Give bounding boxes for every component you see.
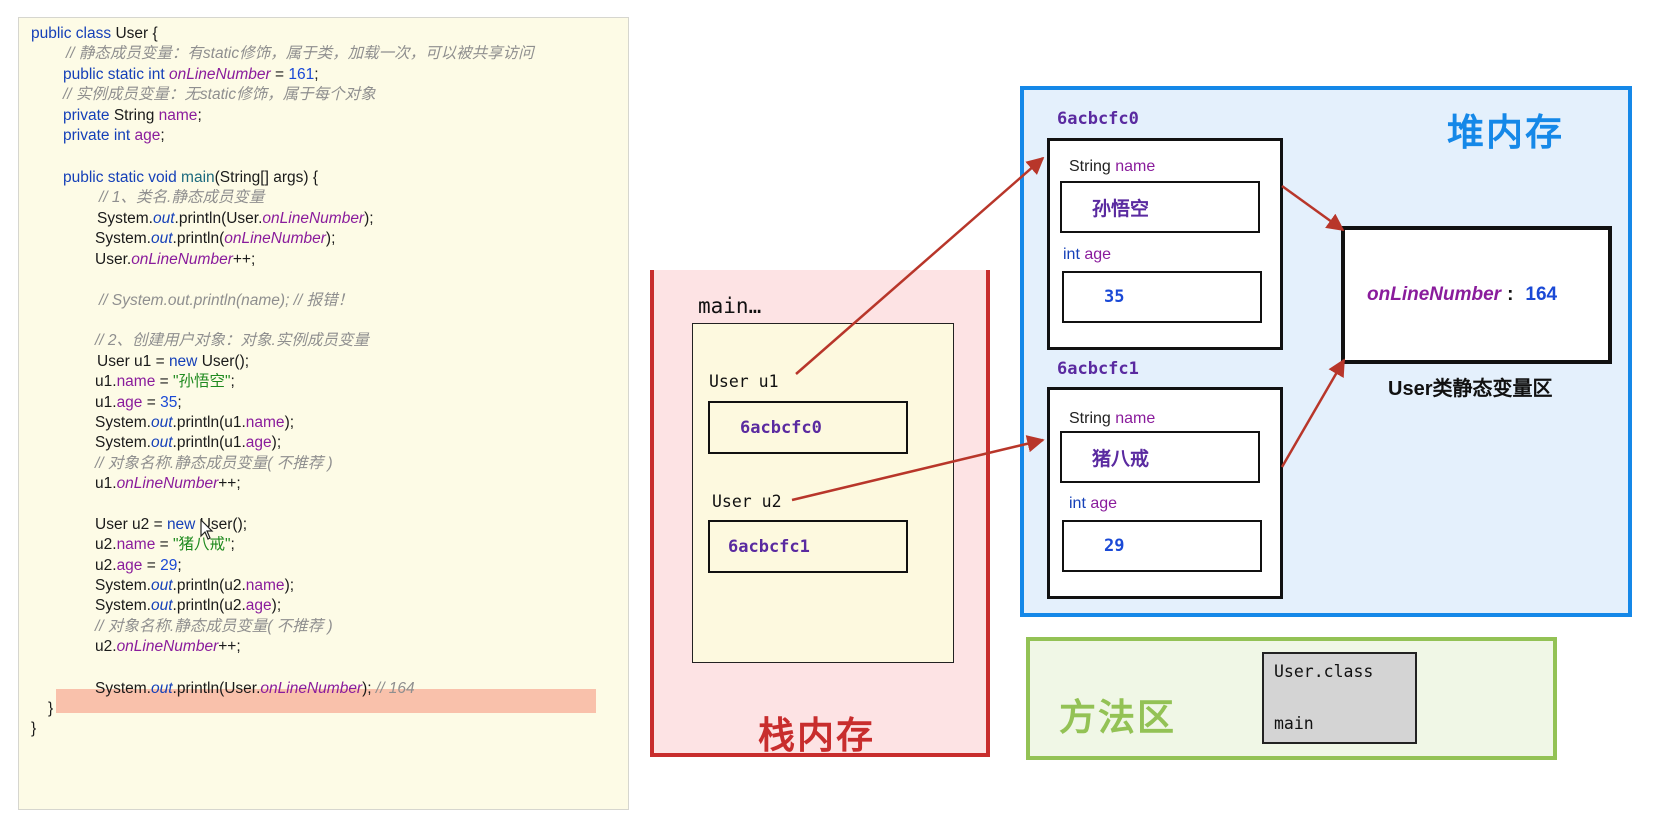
heap-memory-title: 堆内存 (1447, 112, 1564, 153)
user-class-box (1262, 652, 1417, 744)
code-line-class-decl: public class User { (31, 25, 158, 42)
method-area-title: 方法区 (1059, 697, 1176, 738)
code-line-u2-age: u2.age = 29; (95, 557, 182, 574)
code-line-close-main: } (48, 700, 54, 717)
heap-object-2-address: 6acbcfc1 (1057, 359, 1139, 379)
heap-object-1-name-label: String name (1069, 158, 1156, 175)
heap-object-1-address: 6acbcfc0 (1057, 109, 1139, 129)
code-line-name-field: private String name; (63, 107, 202, 124)
static-variable-colon: : (1507, 284, 1514, 305)
code-line-print-u1-age: System.out.println(u1.age); (95, 434, 282, 451)
heap-object-2-name-label: String name (1069, 410, 1156, 427)
code-comment-error: // System.out.println(name); // 报错！ (99, 292, 354, 309)
heap-object-2-age-label: int age (1069, 495, 1118, 512)
code-line-u1-age: u1.age = 35; (95, 394, 182, 411)
heap-object-2-age-value: 29 (1062, 520, 1262, 572)
code-line-increment-class: User.onLineNumber++; (95, 251, 256, 268)
user-class-main-method: main (1274, 714, 1314, 733)
main-frame-label: main… (698, 294, 762, 318)
code-line-print-u2-age: System.out.println(u2.age); (95, 597, 282, 614)
stack-var-u1-ref: 6acbcfc0 (708, 401, 908, 454)
code-line-new-u1: User u1 = new User(); (97, 353, 250, 370)
code-line-u2-name: u2.name = "猪八戒"; (95, 536, 235, 553)
stack-var-u1-label: User u1 (709, 372, 779, 391)
code-line-print-u1-name: System.out.println(u1.name); (95, 414, 295, 431)
code-line-print-static: System.out.println(onLineNumber); (95, 230, 336, 247)
static-variable-value: 164 (1525, 284, 1558, 305)
code-line-age-field: private int age; (63, 127, 165, 144)
code-line-u2-increment: u2.onLineNumber++; (95, 638, 241, 655)
code-line-print-u2-name: System.out.println(u2.name); (95, 577, 295, 594)
code-comment-step1: // 1、类名.静态成员变量 (99, 189, 265, 206)
static-variable-box: onLineNumber : 164 (1341, 226, 1612, 364)
static-variable-name: onLineNumber (1367, 284, 1502, 305)
stack-var-u2-label: User u2 (712, 492, 782, 511)
heap-object-1-age-value: 35 (1062, 271, 1262, 323)
arrow-object-2-to-static (1280, 358, 1346, 468)
heap-object-2-name-value: 猪八戒 (1060, 431, 1260, 483)
code-panel (18, 17, 629, 810)
code-comment-not-recommended-1: // 对象名称.静态成员变量( 不推荐 ) (95, 455, 333, 472)
arrow-u1-to-object-1 (795, 156, 1045, 375)
mouse-cursor-icon (200, 519, 214, 540)
code-line-u1-name: u1.name = "孙悟空"; (95, 373, 235, 390)
heap-object-1-age-label: int age (1063, 246, 1112, 263)
code-comment-instance: // 实例成员变量：无static修饰，属于每个对象 (63, 86, 376, 103)
heap-object-1-name-value: 孙悟空 (1060, 181, 1260, 233)
arrow-u2-to-object-2 (791, 435, 1045, 502)
static-area-caption: User类静态变量区 (1388, 378, 1553, 400)
code-line-close-class: } (31, 720, 37, 737)
user-class-name: User.class (1274, 662, 1374, 681)
code-line-print-final: System.out.println(User.onLineNumber); /… (95, 680, 415, 697)
code-line-static-field: public static int onLineNumber = 161; (63, 66, 319, 83)
code-comment-not-recommended-2: // 对象名称.静态成员变量( 不推荐 ) (95, 618, 333, 635)
code-line-u1-increment: u1.onLineNumber++; (95, 475, 241, 492)
code-line-main-decl: public static void main(String[] args) { (63, 169, 319, 186)
highlighted-line (56, 689, 596, 713)
stack-memory-title: 栈内存 (758, 715, 875, 756)
stack-var-u2-ref: 6acbcfc1 (708, 520, 908, 573)
arrow-object-1-to-static (1281, 184, 1345, 232)
code-line-print-class-static: System.out.println(User.onLineNumber); (97, 210, 374, 227)
code-line-new-u2: User u2 = new User(); (95, 516, 248, 533)
code-comment-static: // 静态成员变量：有static修饰，属于类，加载一次，可以被共享访问 (66, 45, 534, 62)
code-comment-step2: // 2、创建用户对象：对象.实例成员变量 (95, 332, 369, 349)
